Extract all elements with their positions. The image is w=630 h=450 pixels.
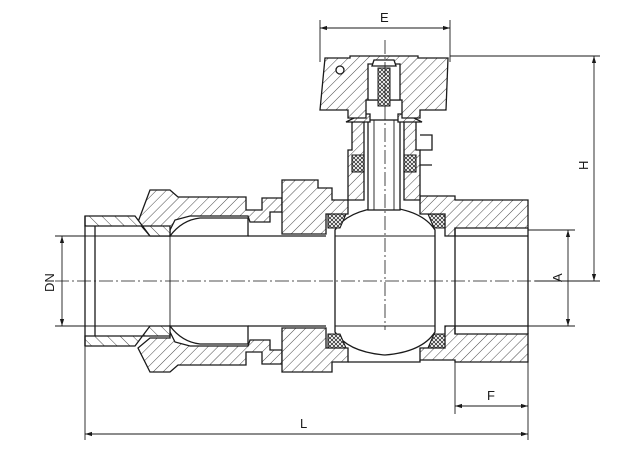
valve-body-left — [248, 179, 349, 373]
dimension-a: A — [528, 229, 575, 327]
dimension-l: L — [84, 346, 528, 440]
dimension-h: H — [450, 55, 600, 282]
dimension-label-dn: DN — [42, 273, 57, 292]
dimension-label-l: L — [300, 416, 307, 431]
centerlines — [55, 40, 560, 330]
tail-pipe — [84, 215, 249, 347]
stem-bonnet — [345, 113, 433, 211]
dimension-e: E — [319, 10, 451, 62]
union-nut — [137, 189, 283, 373]
handle-cap — [319, 55, 449, 119]
dimension-label-a: A — [550, 273, 565, 282]
dimension-label-f: F — [487, 388, 495, 403]
dimension-f: F — [454, 362, 529, 440]
dimension-label-h: H — [576, 161, 591, 170]
dimension-label-e: E — [380, 10, 389, 25]
dimension-dn: DN — [42, 235, 170, 327]
